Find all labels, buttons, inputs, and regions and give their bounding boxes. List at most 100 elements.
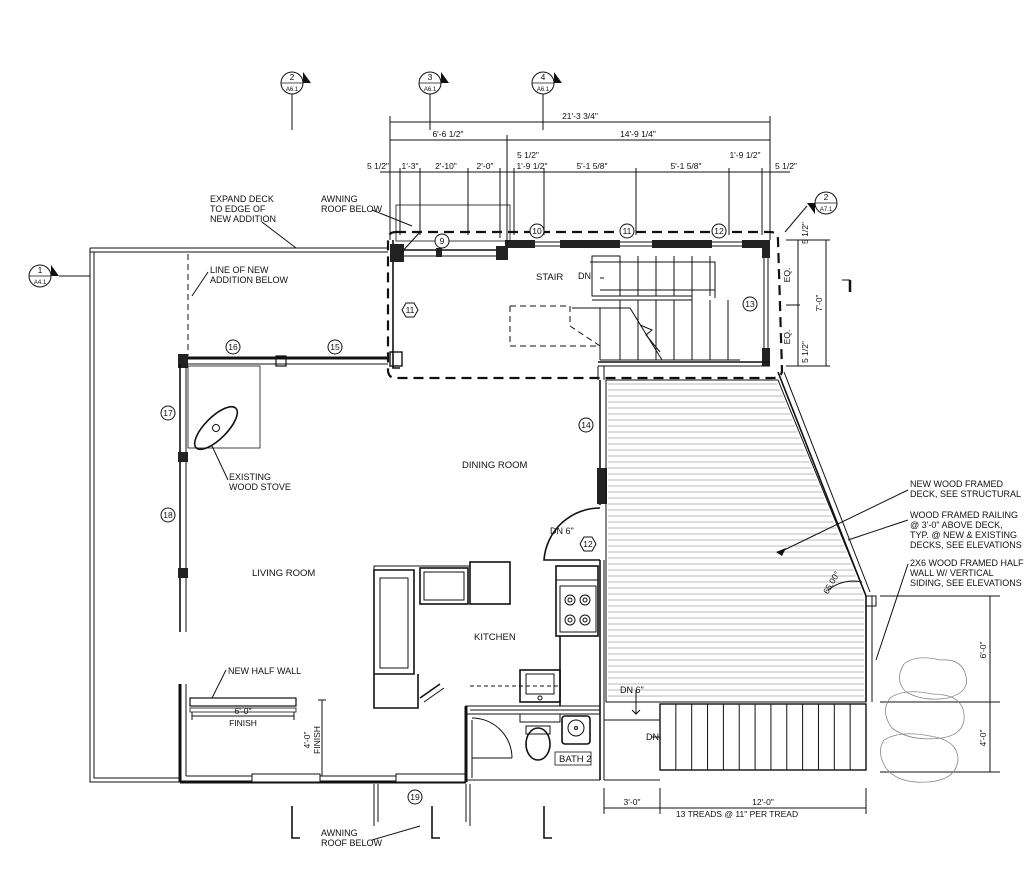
svg-text:A6.1: A6.1 (424, 87, 437, 93)
svg-text:DECK, SEE STRUCTURAL: DECK, SEE STRUCTURAL (910, 489, 1021, 499)
section-marker-1-a4: 1 A4.1 (28, 264, 90, 288)
svg-text:A6.1: A6.1 (286, 87, 299, 93)
dining-door-swing (543, 507, 601, 561)
svg-text:11: 11 (406, 305, 415, 315)
right-deck-dimensions: 6'-0" 4'-0" (880, 595, 1000, 773)
svg-text:17: 17 (163, 408, 173, 418)
svg-text:14'-9 1/4": 14'-9 1/4" (620, 129, 656, 139)
svg-text:4: 4 (541, 72, 546, 82)
bath-fixtures (519, 713, 591, 761)
svg-text:FINISH: FINISH (312, 726, 322, 754)
svg-text:13: 13 (745, 299, 755, 309)
svg-text:DECKS, SEE ELEVATIONS: DECKS, SEE ELEVATIONS (910, 540, 1022, 550)
svg-text:3'-0": 3'-0" (624, 797, 641, 807)
svg-text:12'-0": 12'-0" (752, 797, 774, 807)
svg-text:2: 2 (824, 192, 829, 202)
svg-text:NEW ADDITION: NEW ADDITION (210, 214, 276, 224)
svg-text:EQ.: EQ. (782, 330, 792, 345)
window-tags: 9 10 11 12 13 11 14 15 16 17 18 12 19 (160, 223, 758, 805)
svg-text:AWNING: AWNING (321, 828, 358, 838)
svg-text:5'-1 5/8": 5'-1 5/8" (576, 161, 607, 171)
svg-text:FINISH: FINISH (229, 718, 257, 728)
interior-stair (509, 255, 740, 380)
svg-text:5 1/2": 5 1/2" (517, 150, 539, 160)
svg-text:LIVING ROOM: LIVING ROOM (252, 568, 315, 579)
svg-text:@ 3'-0" ABOVE DECK,: @ 3'-0" ABOVE DECK, (910, 520, 1003, 530)
svg-text:2: 2 (290, 72, 295, 82)
svg-text:A7.1: A7.1 (820, 207, 833, 213)
svg-text:9: 9 (440, 236, 445, 246)
svg-text:5 1/2": 5 1/2" (775, 161, 797, 171)
room-labels: STAIR DINING ROOM LIVING ROOM KITCHEN BA… (252, 272, 592, 766)
svg-text:1'-3": 1'-3" (402, 161, 419, 171)
svg-text:5 1/2": 5 1/2" (367, 161, 389, 171)
leader-lines (191, 209, 909, 841)
exterior-stair (604, 690, 867, 781)
svg-text:5 1/2": 5 1/2" (800, 222, 810, 244)
svg-text:4'-0": 4'-0" (302, 732, 312, 749)
existing-deck-outline (89, 247, 388, 783)
svg-text:14: 14 (581, 420, 591, 430)
bottom-dimensions: 3'-0" 12'-0" 13 TREADS @ 11" PER TREAD (603, 788, 867, 819)
svg-text:2'-10": 2'-10" (435, 161, 457, 171)
svg-text:2'-0": 2'-0" (477, 161, 494, 171)
new-deck (605, 371, 877, 703)
svg-text:5 1/2": 5 1/2" (800, 341, 810, 363)
bottom-section-marks (291, 806, 552, 839)
section-marker-4-a6: 4 A6.1 (531, 71, 562, 130)
svg-text:13 TREADS @ 11" PER TREAD: 13 TREADS @ 11" PER TREAD (676, 809, 798, 819)
svg-text:TO EDGE OF: TO EDGE OF (210, 204, 266, 214)
svg-text:ROOF BELOW: ROOF BELOW (321, 204, 383, 214)
svg-text:11: 11 (623, 226, 632, 236)
svg-text:1'-9 1/2": 1'-9 1/2" (729, 150, 760, 160)
svg-text:SIDING, SEE ELEVATIONS: SIDING, SEE ELEVATIONS (910, 578, 1022, 588)
svg-text:2X6 WOOD FRAMED HALF: 2X6 WOOD FRAMED HALF (910, 558, 1024, 568)
svg-text:EXPAND DECK: EXPAND DECK (210, 194, 274, 204)
svg-text:12: 12 (583, 539, 593, 549)
svg-text:NEW WOOD FRAMED: NEW WOOD FRAMED (910, 479, 1003, 489)
svg-text:DN: DN (578, 271, 591, 281)
svg-text:19: 19 (410, 792, 420, 802)
svg-text:TYP. @ NEW & EXISTING: TYP. @ NEW & EXISTING (910, 530, 1017, 540)
kitchen-casework (373, 561, 599, 709)
svg-text:KITCHEN: KITCHEN (474, 632, 516, 643)
svg-text:65.00°: 65.00° (821, 569, 842, 595)
svg-text:18: 18 (163, 510, 173, 520)
svg-text:DN 6": DN 6" (620, 685, 644, 695)
svg-text:DN: DN (646, 732, 659, 742)
svg-text:1'-9 1/2": 1'-9 1/2" (516, 161, 547, 171)
notes: EXPAND DECK TO EDGE OF NEW ADDITION AWNI… (210, 194, 1024, 848)
svg-text:3: 3 (428, 72, 433, 82)
stair-labels: DN DN 6" DN 6" DN (550, 271, 659, 742)
svg-text:ADDITION BELOW: ADDITION BELOW (210, 275, 289, 285)
addition-walls (389, 204, 770, 369)
svg-text:10: 10 (532, 226, 542, 236)
svg-text:6'-6 1/2": 6'-6 1/2" (432, 129, 463, 139)
new-half-wall (189, 697, 326, 776)
section-marker-3-a6: 3 A6.1 (418, 71, 449, 130)
landscape-boulders (880, 657, 967, 783)
svg-text:12: 12 (714, 226, 724, 236)
main-house-walls (178, 354, 607, 826)
svg-text:15: 15 (330, 342, 340, 352)
right-dimensions: 5 1/2" EQ. 7'-0" EQ. 5 1/2" (782, 222, 852, 367)
svg-text:A4.1: A4.1 (34, 280, 47, 286)
svg-text:DN 6": DN 6" (550, 526, 574, 536)
new-addition-outline (386, 230, 784, 380)
top-dimensions: 21'-3 3/4" 6'-6 1/2" 14'-9 1/4" 5 1/2" 1… (367, 111, 797, 240)
svg-text:DINING ROOM: DINING ROOM (462, 460, 528, 471)
svg-text:5'-1 5/8": 5'-1 5/8" (670, 161, 701, 171)
svg-text:1: 1 (38, 265, 43, 275)
svg-text:16: 16 (228, 342, 238, 352)
svg-text:WOOD FRAMED RAILING: WOOD FRAMED RAILING (910, 510, 1018, 520)
svg-text:ROOF BELOW: ROOF BELOW (321, 838, 383, 848)
svg-text:7'-0": 7'-0" (814, 295, 824, 312)
svg-text:LINE OF NEW: LINE OF NEW (210, 265, 269, 275)
svg-text:WALL W/ VERTICAL: WALL W/ VERTICAL (910, 568, 994, 578)
svg-text:AWNING: AWNING (321, 194, 358, 204)
svg-text:EQ.: EQ. (782, 268, 792, 283)
svg-text:STAIR: STAIR (536, 272, 563, 283)
wood-stove (187, 365, 261, 451)
svg-text:NEW HALF WALL: NEW HALF WALL (228, 666, 301, 676)
